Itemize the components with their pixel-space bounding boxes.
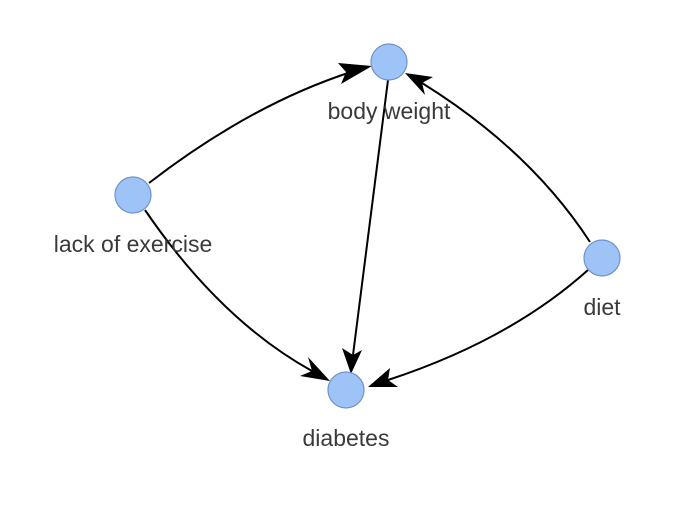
arrowhead-lack-of-exercise-to-body-weight xyxy=(338,63,372,84)
node-diet[interactable]: diet xyxy=(583,239,621,320)
edge-diet-to-body-weight[interactable] xyxy=(421,82,591,243)
node-label-body-weight: body weight xyxy=(328,98,451,124)
edge-lack-of-exercise-to-diabetes[interactable] xyxy=(144,209,313,372)
node-label-lack-of-exercise: lack of exercise xyxy=(54,231,213,257)
arrowhead-diet-to-diabetes xyxy=(368,368,398,387)
arrowhead-diet-to-body-weight xyxy=(405,73,433,95)
edges xyxy=(144,63,591,387)
node-lack-of-exercise[interactable]: lack of exercise xyxy=(54,176,213,257)
node-diabetes[interactable]: diabetes xyxy=(303,371,390,451)
edge-lack-of-exercise-to-body-weight[interactable] xyxy=(148,71,352,184)
node-label-diabetes: diabetes xyxy=(303,425,390,451)
node-label-diet: diet xyxy=(583,294,621,320)
node-circle-body-weight[interactable] xyxy=(370,43,408,81)
edge-body-weight-to-diabetes[interactable] xyxy=(352,79,389,356)
arrowhead-body-weight-to-diabetes xyxy=(342,348,362,374)
node-circle-lack-of-exercise[interactable] xyxy=(114,176,152,214)
edge-diet-to-diabetes[interactable] xyxy=(387,269,589,381)
node-circle-diabetes[interactable] xyxy=(327,371,365,409)
node-body-weight[interactable]: body weight xyxy=(328,43,451,124)
arrowhead-lack-of-exercise-to-diabetes xyxy=(300,357,330,381)
node-circle-diet[interactable] xyxy=(583,239,621,277)
